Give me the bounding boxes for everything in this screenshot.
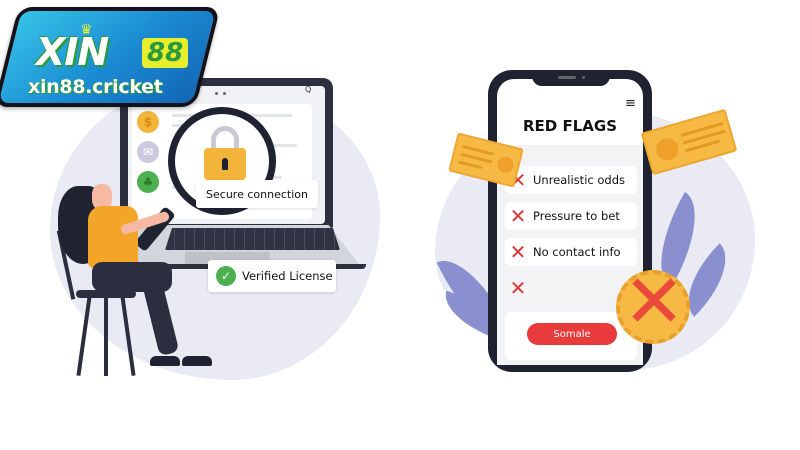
red-flag-label: Pressure to bet (533, 209, 620, 223)
keyhole-icon (222, 158, 228, 170)
browser-search-icon[interactable]: Q (305, 85, 312, 94)
phone-speaker (558, 76, 576, 79)
red-flag-item: ✕ Pressure to bet (505, 202, 637, 230)
logo-brand-text: XIN (36, 30, 109, 74)
red-flag-item: ✕ Unrealistic odds (505, 166, 637, 194)
lock-icon-shackle (211, 126, 239, 152)
check-circle-icon: ✓ (216, 266, 236, 286)
cross-icon: ✕ (622, 259, 685, 345)
phone-camera (582, 76, 585, 79)
brand-logo[interactable]: ♛ XIN 88 xin88.cricket (14, 18, 204, 98)
woman-shirt (88, 206, 138, 268)
cross-icon: ✕ (509, 276, 527, 300)
red-flag-label: Unrealistic odds (533, 173, 625, 187)
red-flag-label: No contact info (533, 245, 621, 259)
woman-face (92, 184, 112, 210)
dollar-coin-icon: $ (137, 111, 159, 133)
coin-icon (616, 270, 690, 344)
window-dots (215, 80, 235, 95)
action-button[interactable]: Somale (527, 323, 617, 345)
cross-icon: ✕ (509, 204, 527, 228)
laptop-keyboard (165, 228, 340, 250)
secure-connection-label: Secure connection (196, 180, 318, 208)
red-flag-item: ✕ (505, 274, 637, 302)
stool-seat (76, 290, 136, 298)
shoe (150, 356, 180, 366)
logo-brand-number: 88 (142, 38, 189, 68)
verified-license-badge: ✓ Verified License (208, 260, 336, 292)
mail-icon: ✉ (137, 141, 159, 163)
stool-leg (104, 296, 108, 376)
shoe (182, 356, 212, 366)
cross-icon: ✕ (509, 240, 527, 264)
logo-domain: xin88.cricket (28, 76, 163, 98)
tree-icon: ♣ (137, 171, 159, 193)
hamburger-menu-icon[interactable]: ≡ (625, 96, 636, 111)
red-flag-item: ✕ No contact info (505, 238, 637, 266)
red-flags-title: RED FLAGS (523, 117, 617, 135)
crown-icon: ♛ (80, 22, 93, 38)
verified-license-label: Verified License (242, 269, 333, 283)
